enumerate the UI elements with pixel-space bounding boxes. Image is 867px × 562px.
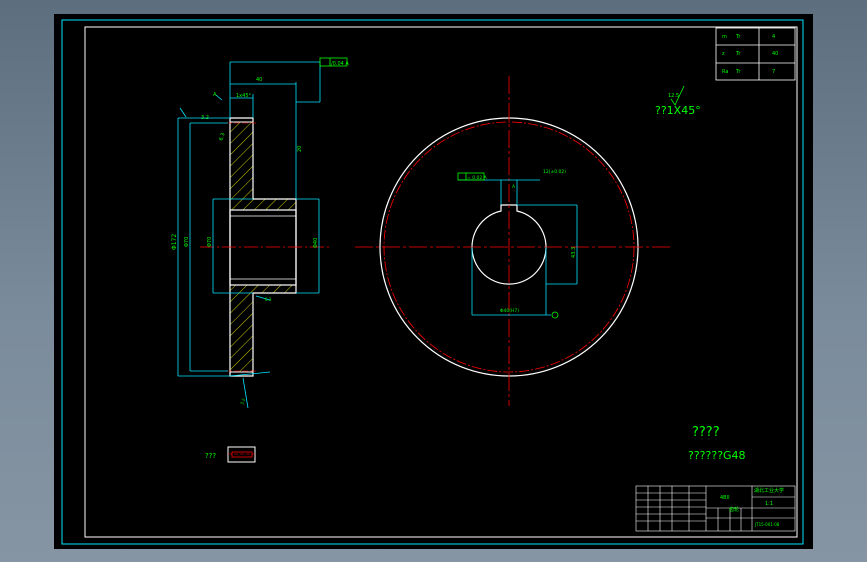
roughness-3: 6.3 [265,297,272,302]
params-cell: 40 [772,51,778,57]
params-cell: m [722,34,727,40]
params-cell: 4 [772,34,775,40]
detail-label: ??? [205,452,216,460]
tolerance-frame-side [319,57,348,67]
title-scale: 1:1 [765,501,773,507]
front-view: = 0.02 A 12(±0.02) 43.3 Φ40(H7) A [355,76,670,406]
side-section-view: Φ172 Φ70 Φ70 Φ40 40 20 1x45° A 3.2 6.3 6… [171,57,349,409]
params-cell: Tr [735,69,741,75]
roughness-2: 6.3 [218,132,226,142]
notes-title: ???? [692,425,720,440]
roughness-note: 12.5 ??1X45° [655,85,701,117]
dim-pitch: Φ70 [184,237,190,247]
keyway-depth: 43.3 [571,247,577,258]
bore-dim-front: Φ40(H7) [500,308,519,314]
title-block [635,485,796,532]
title-company: 湖北工业大学 [754,487,784,494]
tolerance-text-front: = 0.02 A [467,175,488,181]
bore-keyway [471,204,547,285]
title-part-name: 齿轮 [729,506,739,513]
notes-material: ??????G48 [688,449,746,462]
params-cell: 7 [772,69,775,75]
keyway-label: A [512,184,516,190]
roughness-4: 3.2 [239,397,246,405]
dim-width: 20 [297,146,303,152]
dim-hub: Φ70 [207,237,213,247]
roughness-value: 12.5 [668,93,679,99]
title-code: JT15-001-08 [754,522,780,527]
roughness-1: 3.2 [201,115,209,121]
dim-hub-len: 40 [256,77,262,83]
chamfer-note-side: 1x45° [236,93,252,99]
tolerance-frame-front [457,172,485,181]
datum-label: A [213,92,217,98]
outer-frame [61,19,804,545]
params-cell: Tr [735,51,741,57]
params-cell: Tr [735,34,741,40]
chamfer-note: ??1X45° [655,104,701,117]
inner-frame [84,26,798,538]
cad-viewport[interactable] [54,14,813,549]
keyway-width: 12(±0.02) [543,169,566,175]
params-cell: Ra [722,69,728,75]
bore [229,209,297,286]
hatch-upper [229,121,297,211]
title-drawing-no: 4BII [720,495,730,501]
dim-bore: Φ40 [313,238,319,248]
dim-outer: Φ172 [171,234,178,250]
tolerance-text-side: /0.04 A [331,61,349,67]
params-cell: z [722,51,725,57]
detail-key: ??? [205,446,256,463]
